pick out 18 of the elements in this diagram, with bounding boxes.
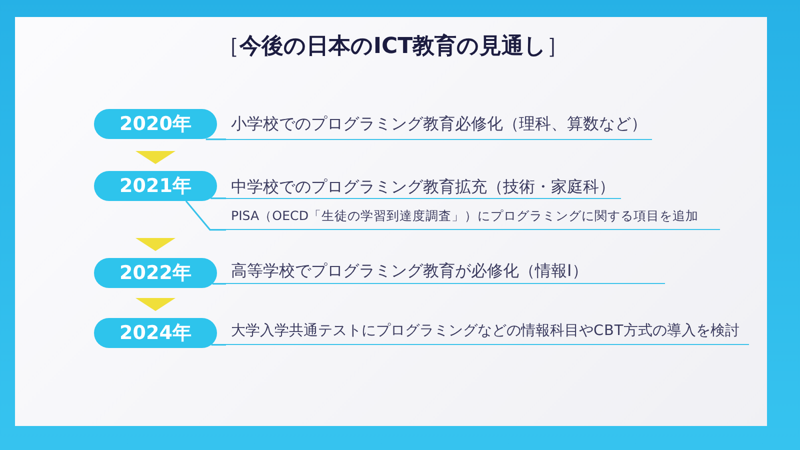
milestone-text: 小学校でのプログラミング教育必修化（理科、算数など） (226, 108, 652, 140)
milestone-text: 高等学校でプログラミング教育が必修化（情報Ⅰ） (226, 259, 665, 284)
chevron-arrow (136, 238, 176, 251)
chevron-arrow (136, 151, 176, 164)
slide-title: ［今後の日本のICT教育の見通し］ (217, 32, 569, 61)
milestone-text: 大学入学共通テストにプログラミングなどの情報科目やCBT方式の導入を検討 (226, 319, 749, 345)
chevron-arrow (136, 298, 176, 311)
year-pill: 2022年 (94, 258, 217, 288)
milestone-text: PISA（OECD「生徒の学習到達度調査」）にプログラミングに関する項目を追加 (226, 203, 720, 230)
connector-line (212, 283, 226, 285)
milestone-text: 中学校でのプログラミング教育拡充（技術・家庭科） (226, 174, 621, 198)
connector-line (210, 198, 226, 200)
connector-line (211, 344, 226, 346)
connector-line (206, 138, 226, 140)
year-pill: 2021年 (94, 171, 217, 201)
year-pill: 2020年 (94, 109, 217, 139)
connector-line (185, 200, 226, 231)
year-pill: 2024年 (94, 318, 217, 348)
